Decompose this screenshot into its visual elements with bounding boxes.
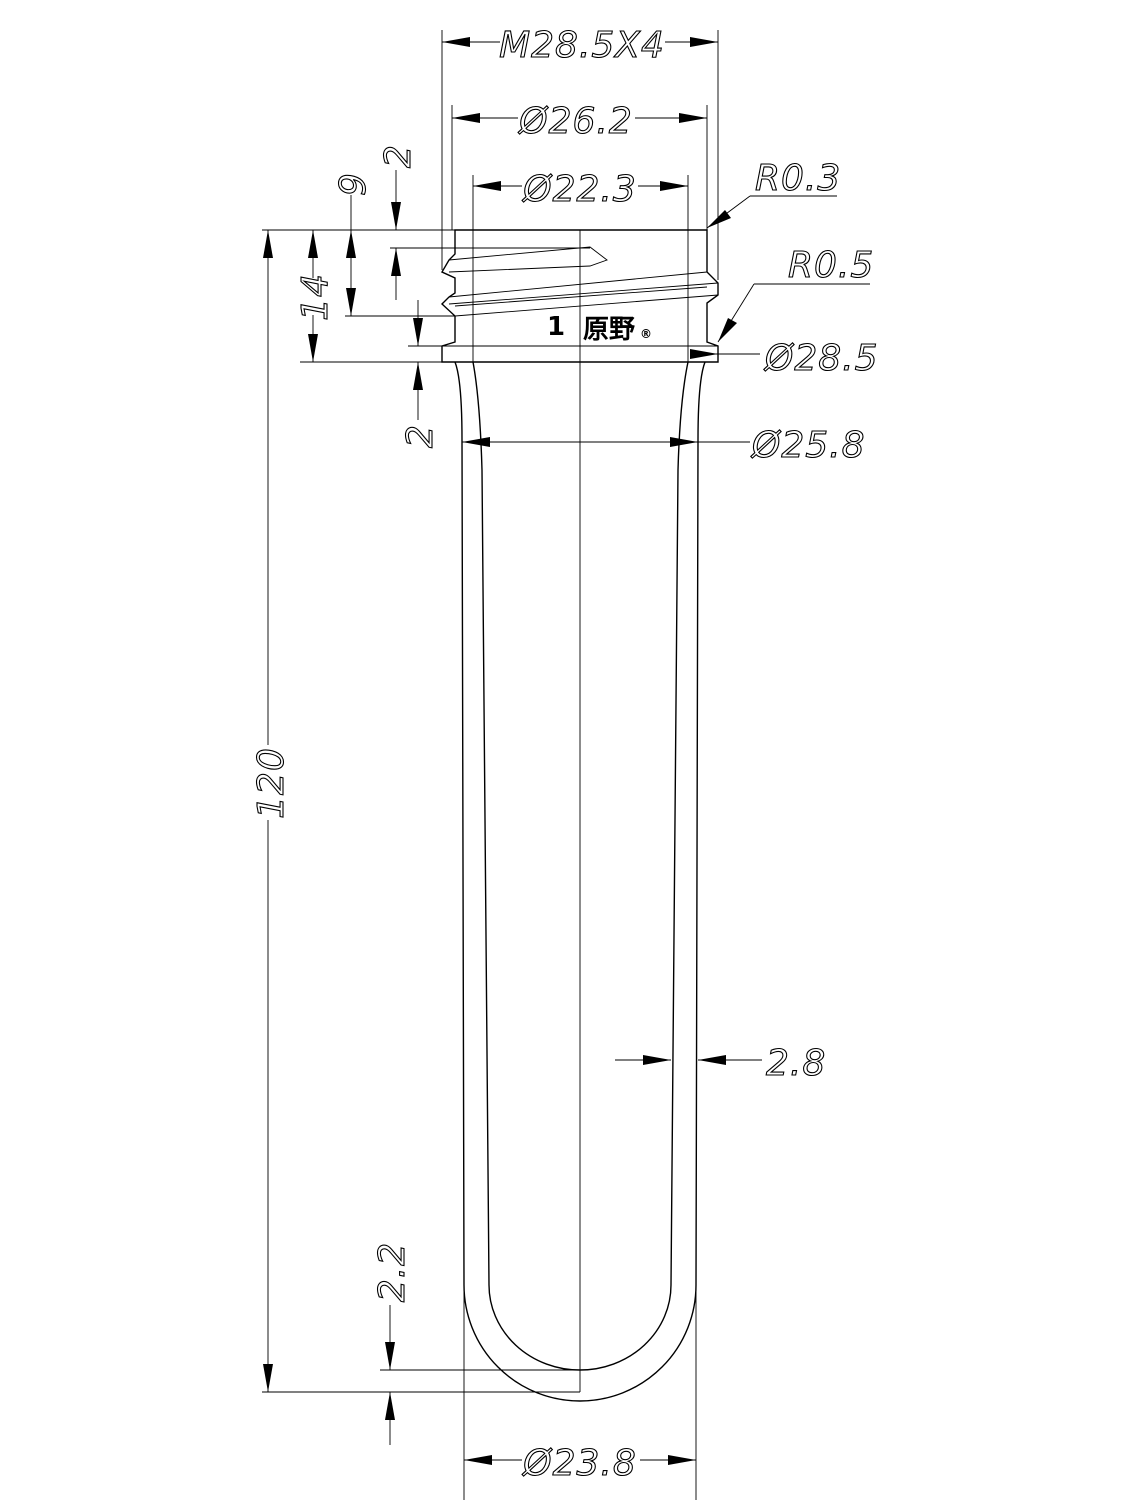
- dim-120: 120: [251, 747, 292, 819]
- dim-2-ring: 2: [400, 424, 441, 448]
- dim-d26-2: Ø26.2: [517, 101, 633, 142]
- cavity-marking: 1 原野 ®: [547, 312, 652, 345]
- body-outer: [454, 361, 706, 1402]
- extension-lines: [262, 30, 719, 1500]
- dim-d23-8: Ø23.8: [521, 1443, 637, 1484]
- dim-r0-5: R0.5: [788, 245, 874, 286]
- body-inner: [472, 361, 689, 1371]
- brand-logo-mark: ®: [640, 327, 652, 341]
- thread-upper: [448, 246, 608, 273]
- preform-outline: [440, 229, 719, 1402]
- thread-lower: [448, 271, 719, 317]
- dim-d22-3: Ø22.3: [521, 169, 637, 210]
- dim-thread: M28.5X4: [499, 25, 665, 66]
- dim-2-8: 2.8: [766, 1043, 826, 1084]
- brand-logo: 原野: [583, 315, 635, 345]
- dim-2-2: 2.2: [372, 1242, 413, 1302]
- dim-r0-3: R0.3: [755, 158, 841, 199]
- dim-2-top: 2: [378, 144, 419, 168]
- dimension-lines: [263, 37, 870, 1465]
- dim-d25-8: Ø25.8: [750, 425, 866, 466]
- cavity-number: 1: [547, 312, 565, 342]
- dim-9: 9: [333, 172, 374, 196]
- dim-14: 14: [295, 273, 336, 321]
- dimension-labels: M28.5X4 Ø26.2 Ø22.3 R0.3 R0.5 Ø28.5 Ø25.…: [250, 24, 879, 1484]
- dim-d28-5: Ø28.5: [763, 338, 879, 379]
